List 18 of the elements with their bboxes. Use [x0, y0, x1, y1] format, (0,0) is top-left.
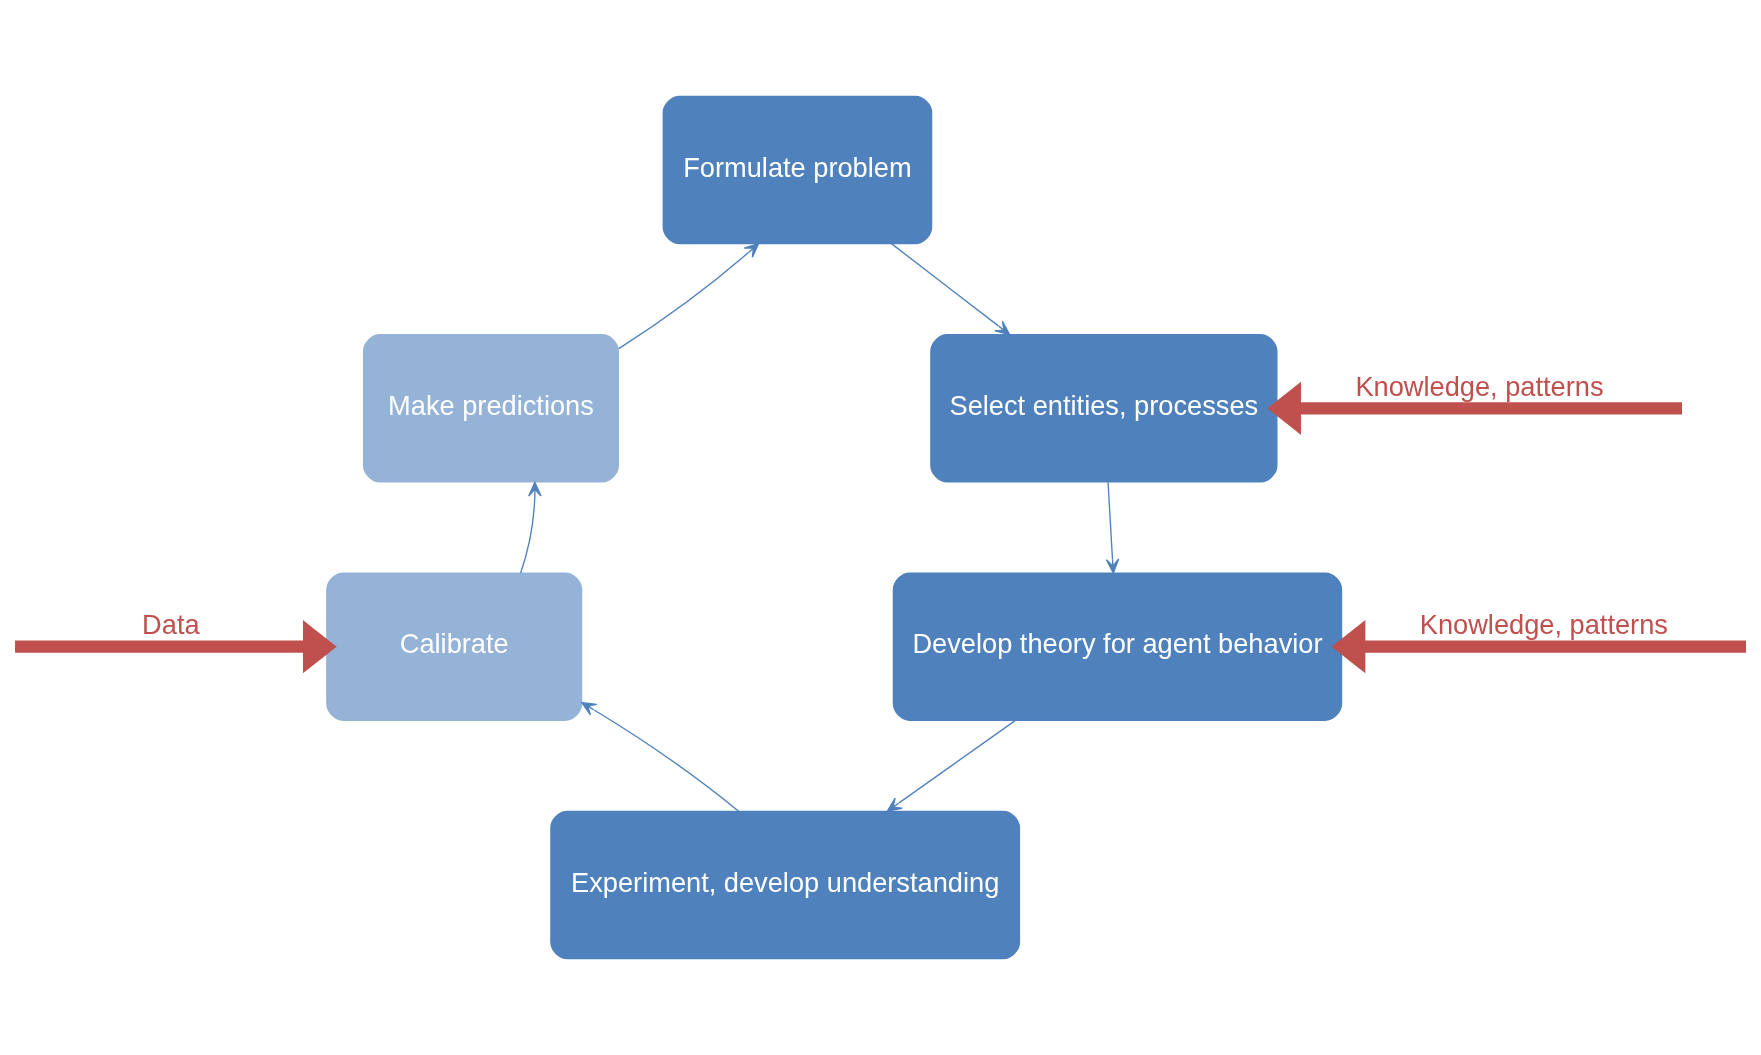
arrow — [15, 620, 337, 674]
arrow — [581, 702, 740, 813]
arrow — [1331, 620, 1747, 674]
arrow — [1267, 381, 1682, 435]
node-box: Develop theory for agent behavior — [892, 572, 1343, 721]
arrow — [890, 242, 1011, 336]
arrow — [618, 242, 760, 350]
edge-label: Knowledge, patterns — [1355, 371, 1604, 403]
node-box: Select entities, processes — [930, 334, 1278, 483]
edge-label: Data — [142, 609, 200, 641]
arrow — [519, 481, 542, 574]
node-box: Formulate problem — [662, 95, 933, 245]
arrow — [1105, 481, 1120, 574]
node-box: Make predictions — [362, 334, 619, 483]
node-box: Calibrate — [326, 572, 583, 721]
edge-label: Knowledge, patterns — [1419, 609, 1668, 641]
node-box: Experiment, develop understanding — [550, 810, 1021, 960]
arrow — [886, 719, 1017, 812]
